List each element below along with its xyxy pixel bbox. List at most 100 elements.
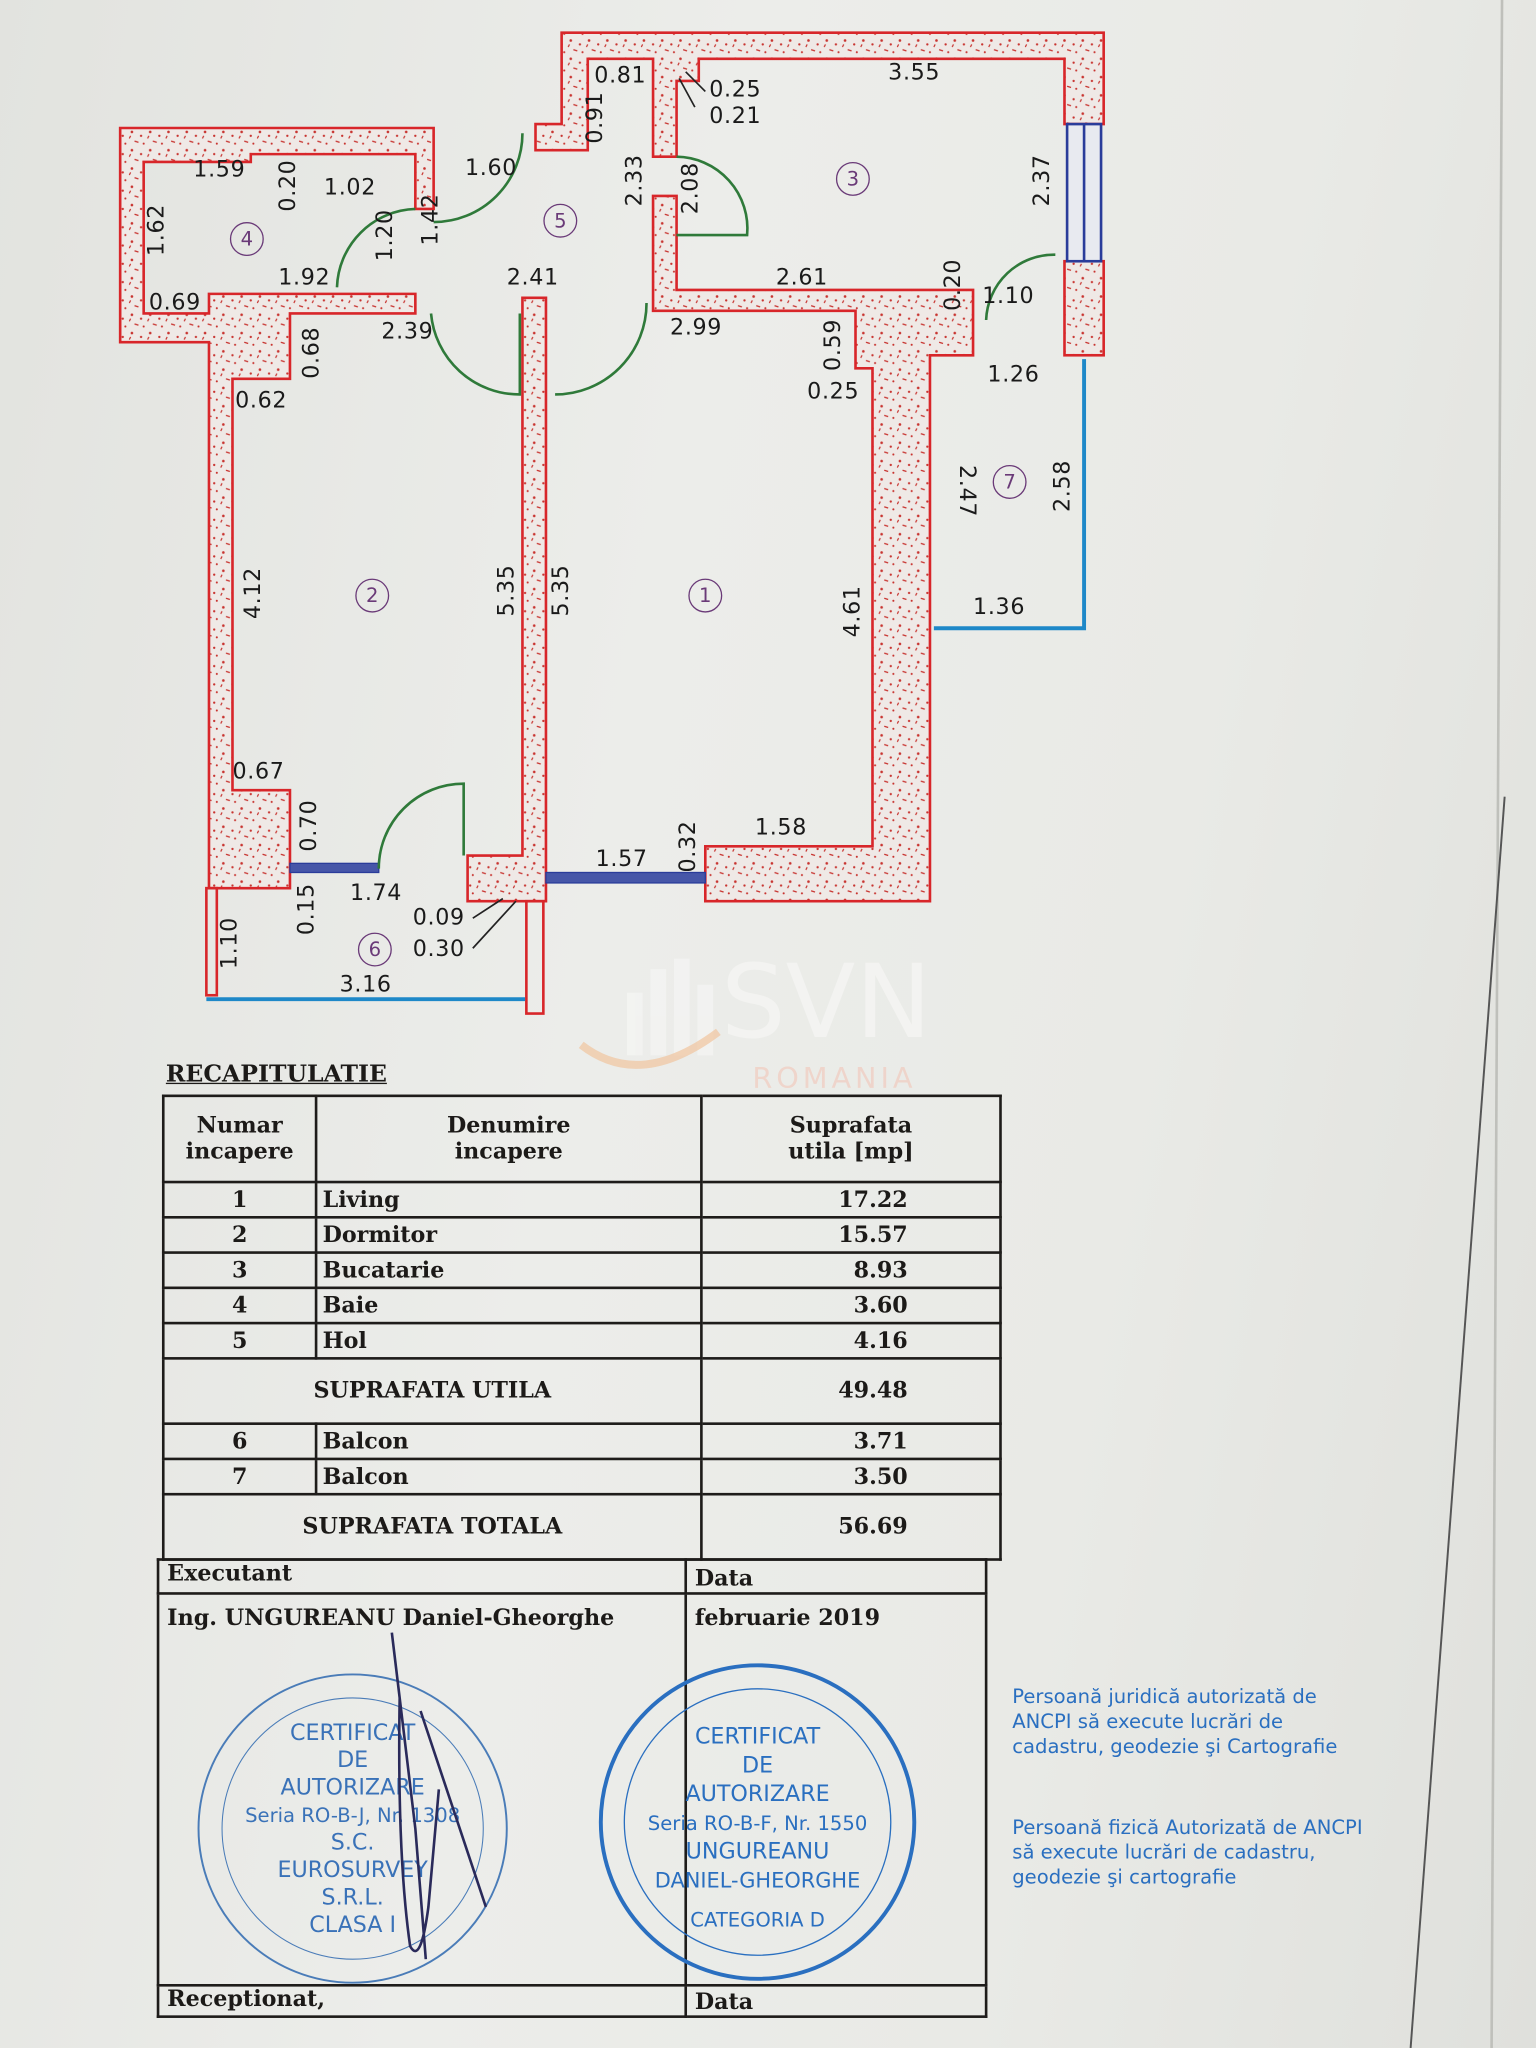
stamp-left-ring: Persoană juridică autorizată de ANCPI să… (1012, 1684, 1338, 1759)
dimension-label: 0.30 (412, 936, 465, 963)
dimension-label: 4.12 (240, 567, 267, 620)
dimension-label: 1.58 (754, 815, 807, 842)
room-marker-3: 3 (835, 161, 870, 196)
dimension-label: 5.35 (548, 564, 575, 617)
dimension-label: 1.62 (143, 203, 170, 256)
dimension-label: 0.15 (293, 883, 320, 936)
dimension-label: 2.37 (1029, 154, 1056, 207)
header-num-2: incapere (185, 1138, 294, 1166)
useful-area-label: SUPRAFATA UTILA (161, 1357, 703, 1425)
engineer-name: Ing. UNGUREANU Daniel-Gheorghe (156, 1592, 688, 1987)
dimension-label: 5.35 (493, 564, 520, 617)
wall-bath-dormitor (118, 126, 435, 890)
total-area-value: 56.69 (700, 1492, 1002, 1561)
dimension-label: 2.61 (775, 265, 828, 292)
stamp-right-ring: Persoană fizică Autorizată de ANCPI să e… (1012, 1815, 1363, 1889)
room-marker-6: 6 (357, 932, 392, 967)
cell-name: Balcon (314, 1457, 703, 1496)
dimension-label: 0.81 (594, 62, 647, 89)
paper-fold (1490, 0, 1504, 2048)
date-label: Data (684, 1558, 988, 1595)
windows (289, 122, 1103, 884)
header-name: Denumire (447, 1112, 571, 1139)
cell-name: Balcon (314, 1422, 703, 1461)
svn-watermark: SVN ROMANIA (575, 940, 967, 1110)
dimension-label: 2.41 (506, 265, 559, 292)
dimension-label: 2.33 (621, 154, 648, 207)
recap-title: RECAPITULATIE (165, 1060, 387, 1088)
dimension-label: 1.20 (372, 209, 399, 262)
dimension-label: 3.16 (339, 971, 392, 998)
room-marker-4: 4 (229, 222, 264, 256)
dimension-label: 1.10 (216, 917, 243, 970)
dimension-label: 2.39 (381, 318, 434, 345)
received-label: Receptionat, (156, 1983, 688, 2018)
svn-logo (578, 958, 721, 1069)
dimension-label: 2.99 (670, 314, 723, 341)
doors (335, 133, 1056, 869)
cell-name: Hol (314, 1321, 703, 1360)
cell-name: Baie (314, 1286, 703, 1325)
dimension-label: 2.58 (1050, 459, 1077, 512)
dimension-label: 0.25 (807, 378, 860, 405)
room-marker-7: 7 (992, 464, 1027, 499)
wall-kitchen-right (1063, 259, 1105, 357)
header-name-2: incapere (454, 1138, 563, 1166)
balcony-walls (205, 886, 545, 1015)
date-label-2: Data (684, 1983, 988, 2018)
cell-num: 1 (161, 1180, 318, 1219)
room-marker-2: 2 (355, 578, 390, 613)
cell-num: 3 (161, 1251, 318, 1290)
cell-num: 7 (161, 1457, 318, 1496)
dimension-label: 4.61 (839, 585, 866, 638)
dimension-label: 0.68 (299, 326, 326, 379)
dimension-label: 0.25 (709, 77, 762, 104)
dimension-label: 0.70 (296, 799, 323, 852)
watermark-sub: ROMANIA (752, 1063, 917, 1096)
watermark-brand: SVN (720, 944, 932, 1062)
cell-num: 6 (161, 1422, 318, 1461)
dimension-label: 1.36 (973, 594, 1026, 621)
wall-top (534, 31, 1105, 159)
wall-middle (466, 296, 548, 903)
balcony-railings (206, 359, 1087, 1002)
dimension-label: 1.26 (987, 361, 1040, 388)
cell-area: 8.93 (700, 1251, 1002, 1290)
dimension-label: 2.47 (953, 464, 980, 518)
cell-name: Living (314, 1180, 703, 1219)
dimension-label: 1.74 (350, 880, 403, 907)
cell-area: 3.71 (700, 1422, 1002, 1461)
cell-name: Dormitor (314, 1215, 703, 1254)
cell-name: Bucatarie (314, 1251, 703, 1290)
cell-area: 17.22 (700, 1180, 1002, 1219)
dimension-label: 0.91 (582, 91, 609, 144)
date-value: februarie 2019 (684, 1592, 988, 1987)
dimension-label: 2.08 (677, 162, 704, 215)
header-area: Suprafata (789, 1112, 913, 1139)
cell-area: 3.60 (700, 1286, 1002, 1325)
useful-area-value: 49.48 (700, 1357, 1002, 1425)
dimension-label: 0.21 (709, 103, 762, 130)
paper-edge (1409, 796, 1506, 2048)
cell-num: 4 (161, 1286, 318, 1325)
leader-lines (472, 71, 706, 949)
dimension-label: 3.55 (888, 60, 941, 87)
header-area-2: utila [mp] (788, 1138, 914, 1166)
cell-area: 15.57 (700, 1215, 1002, 1254)
dimension-label: 0.67 (232, 758, 285, 785)
dimension-label: 0.69 (148, 289, 201, 317)
